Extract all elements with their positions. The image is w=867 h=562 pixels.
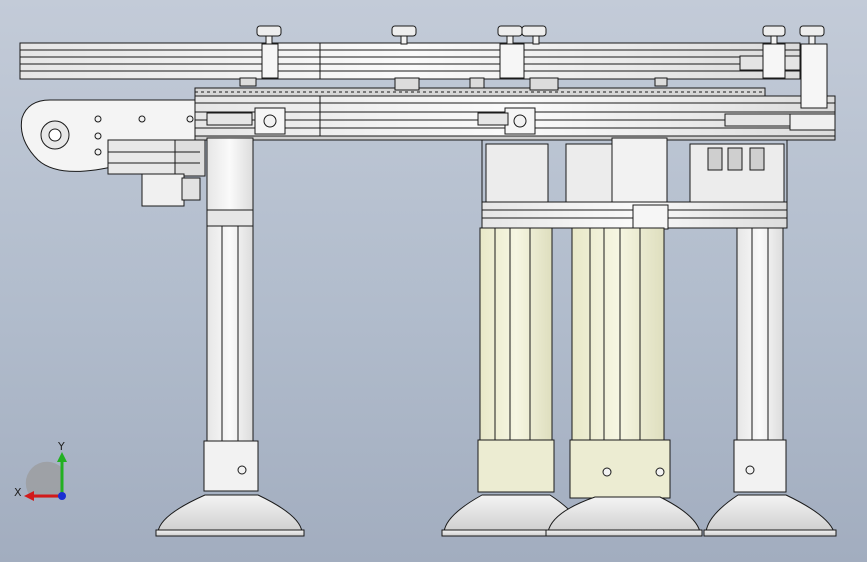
beam-brackets — [206, 107, 836, 135]
gear-motor — [107, 139, 206, 207]
top-conveyor-rail — [19, 42, 801, 80]
coordinate-triad-icon: Y X — [14, 440, 67, 501]
leveling-feet — [155, 494, 837, 537]
z-axis-icon — [58, 492, 66, 500]
right-frame-box — [481, 137, 788, 209]
x-axis-label: X — [14, 486, 22, 499]
left-leg — [203, 137, 259, 492]
cream-legs — [479, 227, 784, 441]
roller-guides — [239, 77, 668, 91]
clamp-knobs — [256, 25, 828, 109]
y-axis-label: Y — [57, 440, 65, 453]
cross-beam — [481, 201, 788, 230]
lower-leg-boxes — [477, 439, 787, 499]
